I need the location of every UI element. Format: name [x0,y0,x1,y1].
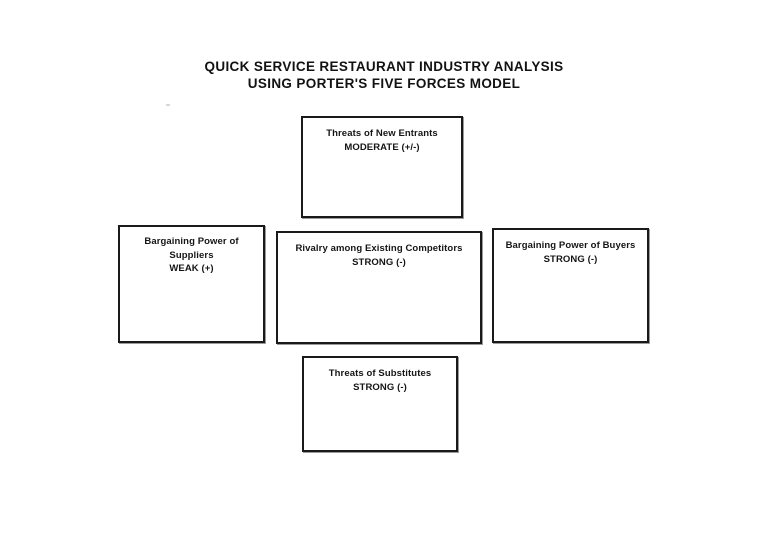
force-rating-rivalry: STRONG (-) [352,256,406,268]
force-rating-suppliers: WEAK (+) [169,263,214,274]
force-rating-substitutes: STRONG (-) [353,381,407,393]
force-box-bargaining-power-of-buyers: Bargaining Power of Buyers STRONG (-) [492,228,649,343]
force-label-substitutes: Threats of Substitutes [328,368,432,379]
force-box-threats-of-substitutes: Threats of Substitutes STRONG (-) [302,356,458,452]
force-box-rivalry-among-existing-competitors: Rivalry among Existing Competitors STRON… [276,231,482,344]
force-box-bargaining-power-of-suppliers: Bargaining Power of Suppliers WEAK (+) [118,225,265,343]
scan-artifact-speck [166,104,170,106]
page-title-line-1: QUICK SERVICE RESTAURANT INDUSTRY ANALYS… [204,59,564,74]
force-box-threats-of-new-entrants: Threats of New Entrants MODERATE (+/-) [301,116,463,218]
page-title-line-2: USING PORTER'S FIVE FORCES MODEL [247,76,521,91]
force-label-rivalry: Rivalry among Existing Competitors [295,243,463,254]
force-label-new-entrants: Threats of New Entrants [326,128,438,139]
force-label-suppliers-line-2: Suppliers [169,249,214,261]
page-title: QUICK SERVICE RESTAURANT INDUSTRY ANALYS… [0,58,768,92]
force-rating-buyers: STRONG (-) [543,253,598,265]
force-label-buyers: Bargaining Power of Buyers [505,240,636,251]
force-label-suppliers-line-1: Bargaining Power of [144,236,239,247]
force-rating-new-entrants: MODERATE (+/-) [344,141,420,153]
